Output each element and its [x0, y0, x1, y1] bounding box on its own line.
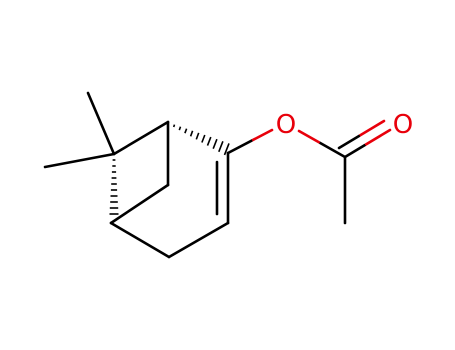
- bond-c10-o2-a: [343, 128, 392, 159]
- bond-o1-c10: [297, 129, 347, 159]
- bond-c10-o2-b: [337, 119, 386, 150]
- hashed-wedge-c1-c7: [172, 124, 230, 156]
- bond-c2-methyl-left: [43, 152, 116, 169]
- atom-oxygen-carbonyl: O: [393, 110, 413, 140]
- bond-c2-methyl-top: [86, 91, 116, 156]
- bond-c1-c2: [112, 120, 170, 156]
- bond-c3-c4: [109, 183, 170, 225]
- bond-c7-o1: [226, 128, 274, 155]
- atom-oxygen-ester: O: [276, 110, 296, 140]
- bond-c5-c6: [167, 221, 230, 259]
- hashed-wedge-c2-c4: [109, 159, 119, 215]
- bond-c4-c5: [109, 221, 171, 259]
